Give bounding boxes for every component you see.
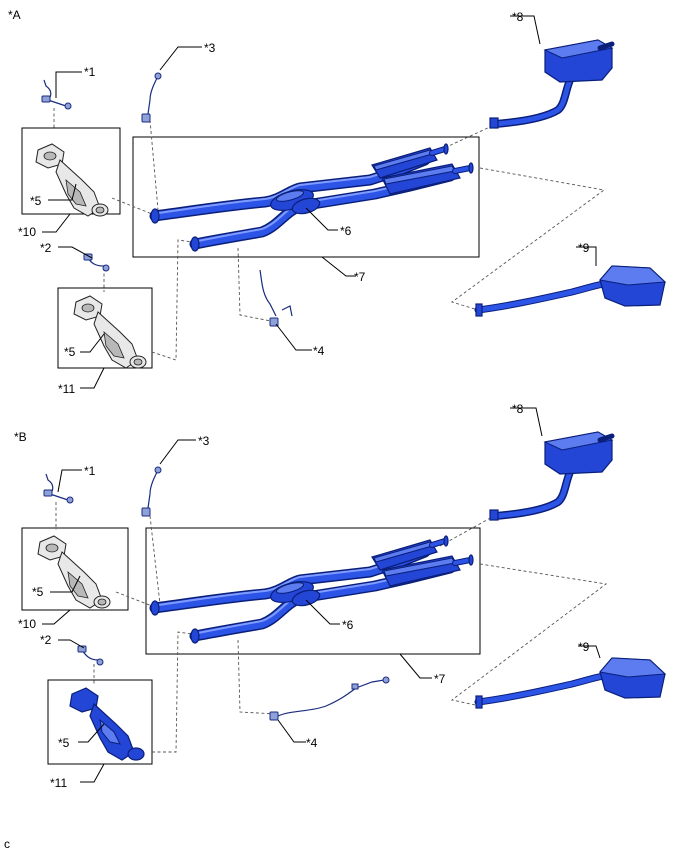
- front-exhaust-pipe-a: [151, 144, 473, 251]
- tail-muffler-8-a: [490, 40, 612, 128]
- box-7: [132, 136, 480, 258]
- callout-10-b: *10: [18, 617, 36, 631]
- oxygen-sensor-3-b: [141, 466, 162, 517]
- callout-8-a: *8: [512, 10, 524, 24]
- callout-6-a: *6: [340, 224, 352, 238]
- oxygen-sensor-2-b: [77, 645, 104, 666]
- oxygen-sensor-4-a: [259, 269, 293, 327]
- tail-muffler-9-a: [476, 266, 665, 316]
- callout-1-b: *1: [84, 464, 96, 478]
- callout-10-a: *10: [18, 225, 36, 239]
- callout-11-b: *11: [50, 776, 67, 790]
- manifold-converter-11-a: [73, 295, 147, 369]
- view-label-a: *A: [8, 8, 21, 22]
- callout-9-b: *9: [578, 640, 590, 654]
- callout-6-b: *6: [342, 618, 354, 632]
- box-10: [21, 127, 121, 215]
- oxygen-sensor-3-a: [141, 72, 162, 123]
- callout-3-b: *3: [198, 434, 210, 448]
- oxygen-sensor-4-b: [269, 676, 390, 721]
- oxygen-sensor-1-a: [41, 79, 72, 110]
- callout-4-b: *4: [306, 736, 318, 750]
- box-7-b: [145, 527, 481, 655]
- box-11: [57, 287, 153, 369]
- tail-muffler-8-b: [490, 432, 612, 520]
- callout-2-b: *2: [40, 633, 52, 647]
- callout-4-a: *4: [313, 344, 325, 358]
- manifold-converter-10-b: [37, 535, 111, 609]
- view-b: *B: [14, 402, 665, 790]
- callout-9-a: *9: [578, 241, 590, 255]
- view-label-b: *B: [14, 430, 27, 444]
- callout-8-b: *8: [512, 402, 524, 416]
- box-11-b: [47, 679, 153, 765]
- callout-7-a: *7: [354, 270, 366, 284]
- oxygen-sensor-1-b: [43, 473, 74, 504]
- callout-5a-a: *5: [30, 194, 42, 208]
- callout-3-a: *3: [204, 41, 216, 55]
- callout-2-a: *2: [40, 241, 52, 255]
- footer-code: c: [4, 837, 10, 851]
- tail-muffler-9-b: [476, 658, 665, 708]
- callout-5b-a: *5: [64, 345, 76, 359]
- box-10-b: [21, 527, 129, 611]
- oxygen-sensor-2-a: [83, 253, 110, 272]
- callout-1-a: *1: [84, 65, 96, 79]
- front-exhaust-pipe-b: [151, 536, 473, 643]
- manifold-converter-10-a: [35, 143, 109, 217]
- callout-5b-b: *5: [58, 736, 70, 750]
- callout-11-a: *11: [58, 382, 75, 396]
- callout-7-b: *7: [434, 672, 446, 686]
- view-a: *A: [8, 8, 665, 396]
- callout-5a-b: *5: [32, 585, 44, 599]
- manifold-converter-11-b: [69, 687, 145, 761]
